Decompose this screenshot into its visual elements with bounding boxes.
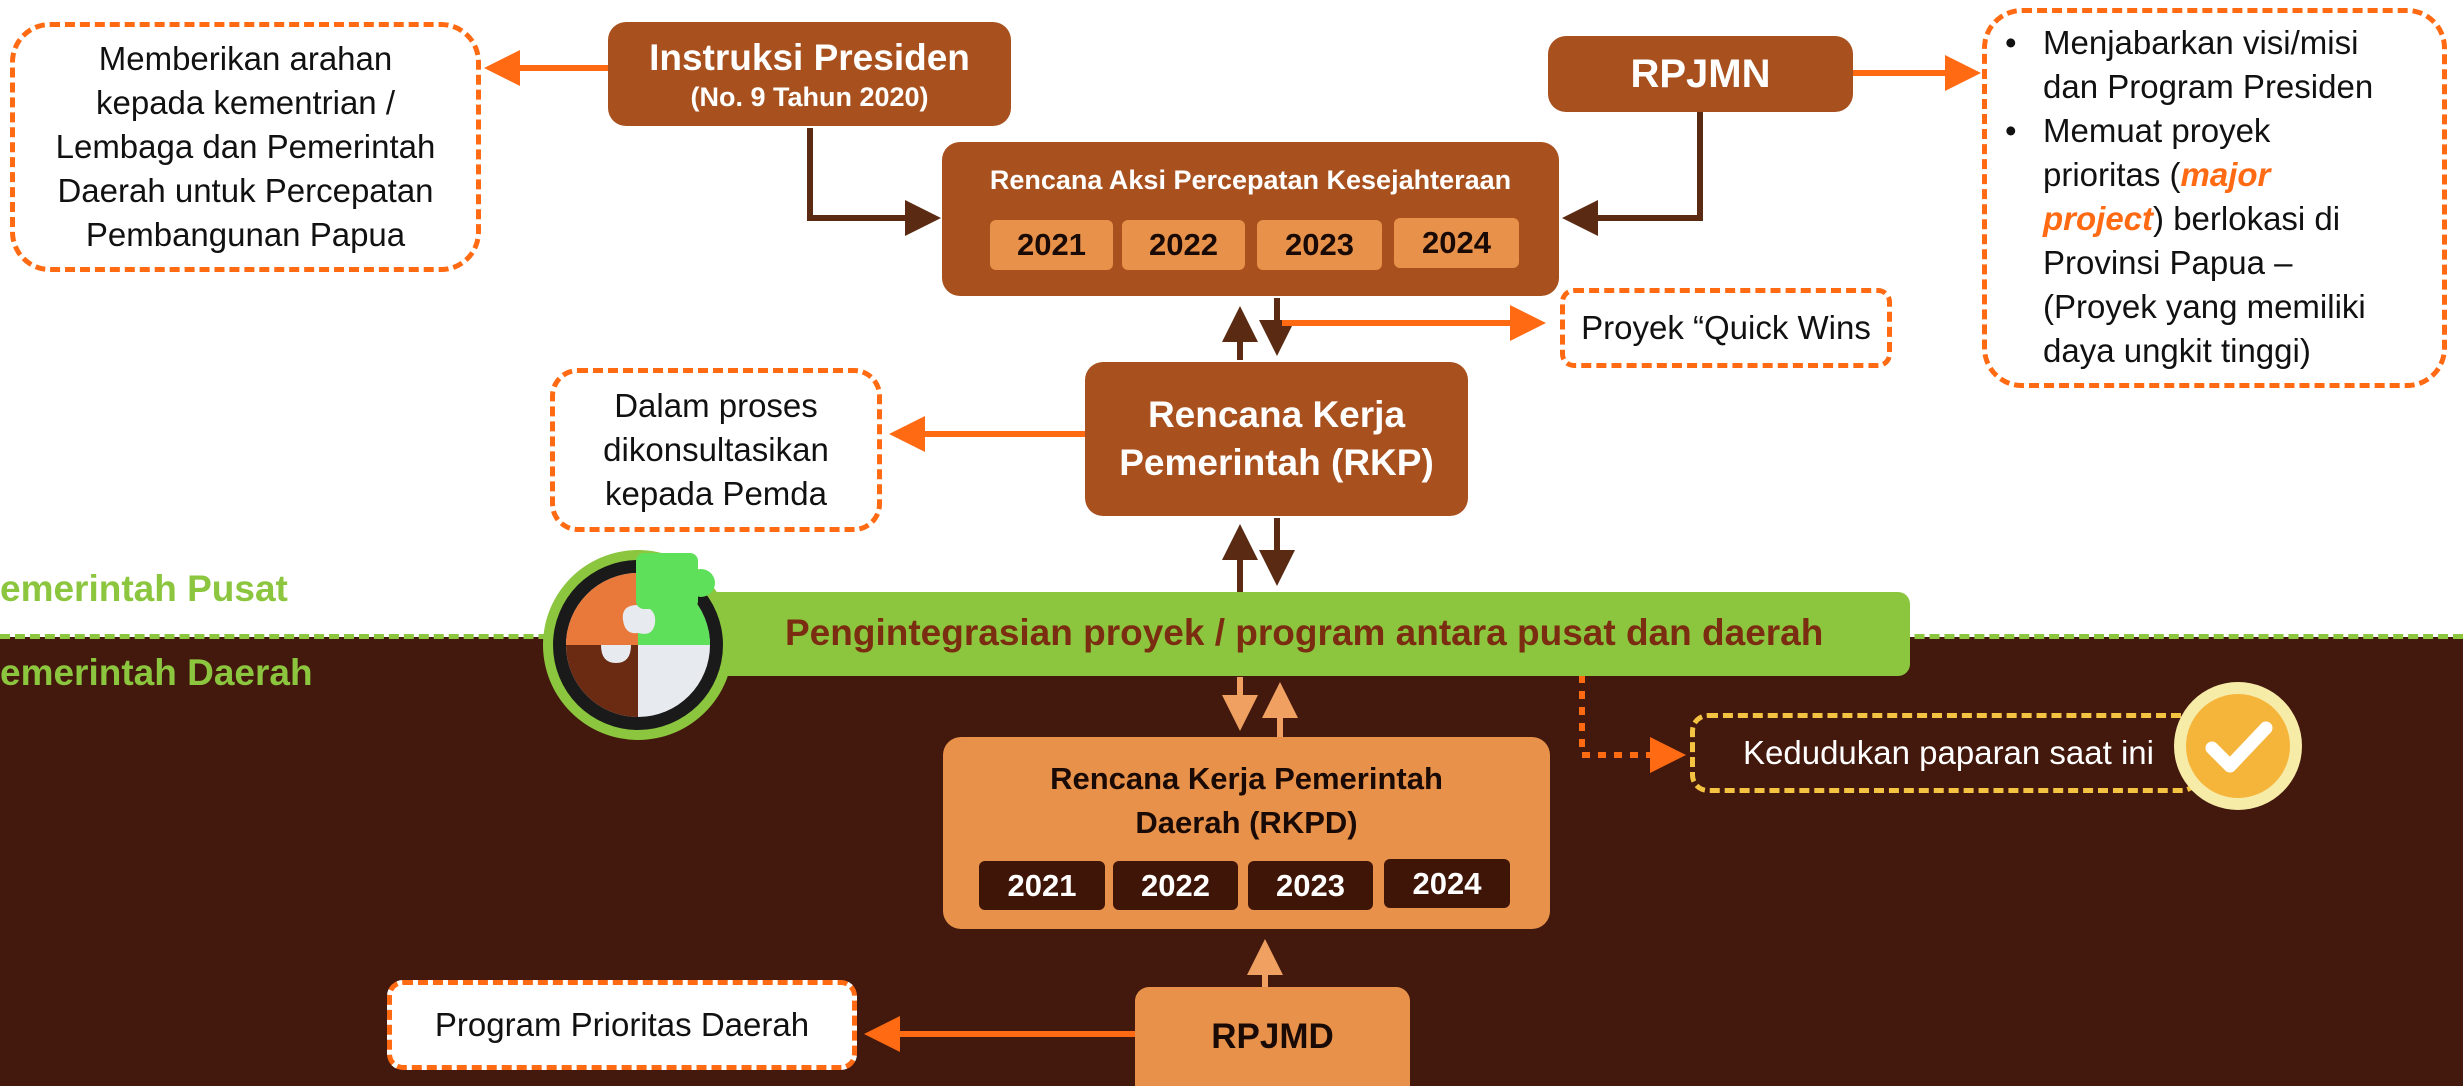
instruksi-presiden-box: Instruksi Presiden (No. 9 Tahun 2020) <box>608 22 1011 126</box>
rkpd-year-2022: 2022 <box>1113 861 1238 910</box>
instruksi-subtitle: (No. 9 Tahun 2020) <box>690 82 929 112</box>
rpjmn-box: RPJMN <box>1548 36 1853 112</box>
puzzle-icon <box>541 545 741 745</box>
rpjmn-bullet-list: Menjabarkan visi/misi dan Program Presid… <box>1987 21 2373 373</box>
rap-year-2023: 2023 <box>1257 220 1382 270</box>
project-text: project <box>2043 200 2154 237</box>
arahan-line: Pembangunan Papua <box>85 216 406 253</box>
integration-bar <box>700 592 1910 676</box>
rpjmn-description-note: Menjabarkan visi/misi dan Program Presid… <box>1982 8 2447 388</box>
kedudukan-text: Kedudukan paparan saat ini <box>1743 734 2154 771</box>
integration-text: Pengintegrasian proyek / program antara … <box>785 612 1824 653</box>
arahan-line: Memberikan arahan <box>98 40 393 77</box>
rpjmn-bullet-proyek: Memuat proyek prioritas (major project) … <box>1987 109 2373 373</box>
quick-wins-text: Proyek “Quick Wins <box>1581 309 1871 346</box>
rpjmn-title: RPJMN <box>1630 51 1771 96</box>
rkpd-title-line1: Rencana Kerja Pemerintah <box>1050 761 1443 796</box>
konsultasi-line: dikonsultasikan <box>603 431 829 468</box>
rpjmn-bullet-visi: Menjabarkan visi/misi dan Program Presid… <box>1987 21 2373 109</box>
rap-year-2021: 2021 <box>990 220 1113 270</box>
rkpd-year-2021: 2021 <box>979 861 1105 910</box>
region-label-central: emerintah Pusat <box>0 568 288 609</box>
instruksi-title: Instruksi Presiden <box>649 37 970 78</box>
konsultasi-line: Dalam proses <box>614 387 818 424</box>
konsultasi-note: Dalam proses dikonsultasikan kepada Pemd… <box>550 368 882 532</box>
rencana-aksi-title: Rencana Aksi Percepatan Kesejahteraan <box>989 165 1512 195</box>
rkp-title-line2: Pemerintah (RKP) <box>1119 442 1434 483</box>
major-text: major <box>2180 156 2271 193</box>
program-prioritas-text: Program Prioritas Daerah <box>434 1006 810 1043</box>
checkmark-icon <box>2172 680 2304 812</box>
rap-year-2022: 2022 <box>1122 220 1245 270</box>
rkpd-year-2024: 2024 <box>1384 859 1510 908</box>
rap-year-2024: 2024 <box>1394 218 1519 268</box>
program-prioritas-note: Program Prioritas Daerah <box>387 980 857 1070</box>
rkp-title-line1: Rencana Kerja <box>1147 394 1406 435</box>
region-label-regional: emerintah Daerah <box>0 652 313 693</box>
kedudukan-note: Kedudukan paparan saat ini <box>1690 713 2200 793</box>
rkpd-year-2023: 2023 <box>1248 861 1373 910</box>
konsultasi-line: kepada Pemda <box>605 475 827 512</box>
rpjmd-title: RPJMD <box>1211 1016 1334 1056</box>
arahan-note: Memberikan arahan kepada kementrian / Le… <box>10 22 481 272</box>
rkpd-title-line2: Daerah (RKPD) <box>1135 805 1358 840</box>
quick-wins-note: Proyek “Quick Wins <box>1560 288 1892 368</box>
rpjmd-box: RPJMD <box>1135 987 1410 1086</box>
rkp-box: Rencana Kerja Pemerintah (RKP) <box>1085 362 1468 516</box>
arahan-line: kepada kementrian / <box>95 84 395 121</box>
arahan-line: Lembaga dan Pemerintah <box>55 128 436 165</box>
arahan-line: Daerah untuk Percepatan <box>57 172 434 209</box>
